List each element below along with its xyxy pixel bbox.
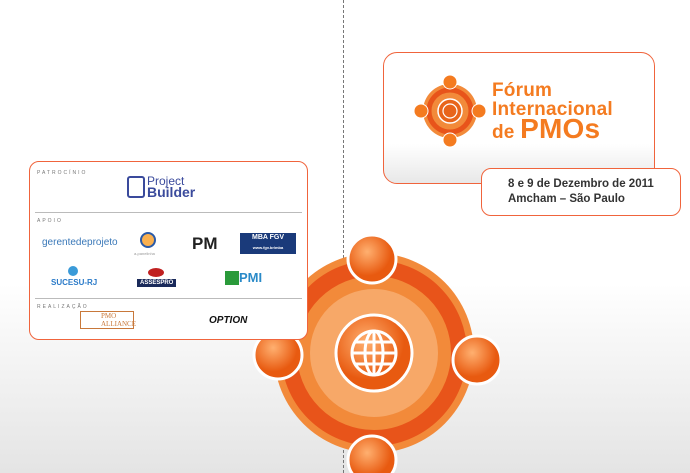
- globe-icon: [350, 329, 398, 377]
- assespro-logo: ASSESPRO: [137, 279, 177, 287]
- title-line-1: Fórum: [492, 80, 553, 101]
- event-date: 8 e 9 de Dezembro de 2011: [508, 178, 654, 190]
- gerentedeprojeto-logo: gerentedeprojeto: [42, 237, 118, 248]
- divider: [35, 298, 302, 299]
- fold-line: [343, 0, 344, 473]
- project-builder-icon: [127, 176, 145, 198]
- sucesu-icon: [68, 266, 78, 276]
- panelinha-logo: a-panelinha: [134, 251, 155, 256]
- divider: [35, 212, 302, 213]
- option-logo: OPTION: [209, 315, 248, 326]
- title-line-3a: de: [492, 122, 515, 143]
- small-emblem-icon: [413, 74, 487, 148]
- forum-emblem: [252, 233, 500, 473]
- title-card: Fórum Internacional de PMOs: [383, 52, 655, 184]
- sucesu-logo: SUCESU-RJ: [51, 278, 98, 287]
- panelinha-icon: [140, 232, 156, 248]
- assespro-icon: [148, 268, 164, 277]
- pmi-logo: PMI: [239, 270, 263, 285]
- event-venue: Amcham – São Paulo: [508, 193, 625, 205]
- realizacao-label: REALIZAÇÃO: [37, 304, 89, 310]
- apoio-label: APOIO: [37, 218, 63, 224]
- title-line-3b: PMOs: [520, 113, 601, 144]
- date-card: 8 e 9 de Dezembro de 2011 Amcham – São P…: [481, 168, 681, 216]
- pm-magazine-logo: PM: [192, 234, 218, 253]
- patrocinio-label: PATROCÍNIO: [37, 170, 88, 176]
- event-title: Fórum Internacional de PMOs: [492, 80, 613, 144]
- brazil-flag-icon: [225, 271, 239, 285]
- title-line-2: Internacional: [492, 99, 613, 120]
